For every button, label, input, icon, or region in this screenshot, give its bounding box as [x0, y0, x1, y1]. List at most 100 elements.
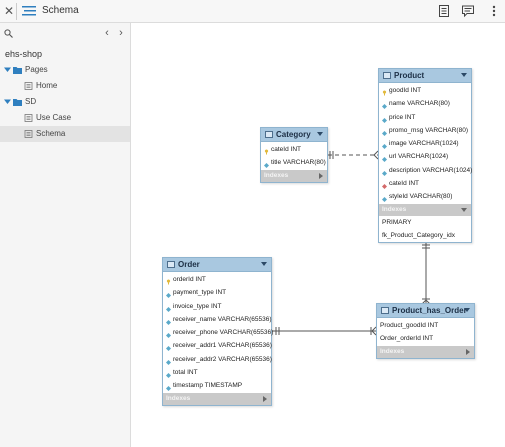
page-icon [24, 114, 33, 122]
table-product[interactable]: Product goodId INT name VARCHAR(80) price … [378, 68, 472, 243]
table-column-row[interactable]: promo_msg VARCHAR(80) [379, 124, 471, 137]
column-label: Product_goodId INT [380, 322, 439, 329]
column-label: styleId VARCHAR(80) [389, 193, 453, 201]
expand-arrow-icon[interactable] [319, 172, 323, 179]
crowfoot-mark [371, 326, 377, 332]
table-icon [265, 131, 273, 138]
column-diamond-icon [166, 343, 171, 352]
table-column-row[interactable]: title VARCHAR(80) [261, 156, 327, 169]
column-label: receiver_addr1 VARCHAR(65536) [173, 342, 272, 350]
top-toolbar: ✕ Schema [0, 0, 505, 23]
column-label: name VARCHAR(80) [389, 100, 450, 108]
indexes-label: Indexes [380, 347, 405, 355]
table-column-row[interactable]: image VARCHAR(1024) [379, 137, 471, 150]
sidebar-item-label: Pages [25, 65, 48, 74]
table-column-row[interactable]: cateId INT [261, 143, 327, 156]
collapse-caret-icon[interactable] [464, 308, 470, 312]
column-diamond-icon [166, 290, 171, 299]
table-column-row[interactable]: invoice_type INT [163, 300, 271, 313]
sidebar-item-pages[interactable]: Pages [0, 62, 130, 78]
project-sidebar: ‹ › ehs-shop Pages Home SD [0, 23, 131, 447]
table-header[interactable]: Product [379, 69, 471, 83]
table-column-row[interactable]: cateId INT [379, 177, 471, 190]
more-vertical-icon[interactable] [487, 4, 501, 18]
table-order[interactable]: Order orderId INT payment_type INT invoice… [162, 257, 274, 406]
column-label: url VARCHAR(1024) [389, 153, 449, 161]
sidebar-item-sd[interactable]: SD [0, 94, 130, 110]
table-column-row[interactable]: receiver_addr1 VARCHAR(65536) [163, 339, 272, 352]
collapse-caret-icon[interactable] [461, 73, 467, 77]
column-label: description VARCHAR(1024) [389, 166, 473, 174]
table-column-row[interactable]: orderId INT [163, 273, 271, 286]
menu-icon[interactable] [22, 5, 36, 17]
indexes-bar[interactable]: Indexes [377, 345, 474, 358]
table-column-row[interactable]: receiver_phone VARCHAR(65536) [163, 326, 274, 339]
indexes-bar[interactable]: Indexes [163, 392, 271, 405]
caret-down-icon[interactable] [4, 98, 11, 105]
table-column-row[interactable]: description VARCHAR(1024) [379, 164, 473, 177]
expand-arrow-icon[interactable] [263, 395, 267, 402]
sidebar-search-row: ‹ › [0, 23, 131, 45]
caret-down-icon[interactable] [4, 66, 11, 73]
column-diamond-icon [166, 330, 171, 339]
column-diamond-icon [166, 357, 171, 365]
table-column-row[interactable]: price INT [379, 111, 471, 124]
column-label: invoice_type INT [173, 302, 222, 310]
table-icon [167, 261, 175, 268]
table-column-row[interactable]: receiver_name VARCHAR(65536) [163, 313, 272, 326]
column-label: total INT [173, 369, 198, 377]
table-column-row[interactable]: name VARCHAR(80) [379, 97, 471, 110]
index-row[interactable]: fk_Product_Category_idx [382, 231, 455, 239]
foreign-key-diamond-icon [382, 181, 387, 190]
expand-arrow-icon[interactable] [466, 348, 470, 355]
table-column-row[interactable]: payment_type INT [163, 286, 271, 299]
table-column-row[interactable]: url VARCHAR(1024) [379, 150, 471, 163]
sidebar-item-schema[interactable]: Schema [0, 126, 130, 142]
indexes-bar[interactable]: Indexes [379, 203, 471, 216]
folder-icon [13, 67, 22, 74]
table-column-row[interactable]: Order_orderId INT [377, 332, 474, 345]
table-column-row[interactable]: goodId INT [379, 84, 471, 97]
sidebar-item-label: Home [36, 81, 58, 90]
indexes-label: Indexes [264, 171, 289, 179]
search-icon[interactable] [4, 29, 13, 38]
table-product-has-order[interactable]: Product_has_Order Product_goodId INT Orde… [376, 303, 475, 359]
index-row[interactable]: PRIMARY [382, 218, 412, 226]
table-header[interactable]: Category [261, 128, 327, 142]
table-header[interactable]: Order [163, 258, 271, 272]
sidebar-item-home[interactable]: Home [0, 78, 130, 94]
table-header[interactable]: Product_has_Order [377, 304, 474, 318]
project-name: ehs-shop [5, 49, 43, 59]
table-name: Product_has_Order [392, 306, 467, 315]
sidebar-item-use-case[interactable]: Use Case [0, 110, 130, 126]
table-name: Category [276, 130, 311, 139]
collapse-caret-icon[interactable] [317, 132, 323, 136]
collapse-arrow-icon[interactable] [461, 207, 467, 212]
column-label: promo_msg VARCHAR(80) [389, 126, 468, 134]
collapse-caret-icon[interactable] [261, 262, 267, 266]
index-list: PRIMARY fk_Product_Category_idx [379, 216, 471, 242]
table-column-row[interactable]: Product_goodId INT [377, 319, 474, 332]
table-column-row[interactable]: receiver_addr2 VARCHAR(65536) [163, 353, 272, 366]
sidebar-item-label: Schema [36, 129, 66, 138]
table-name: Product [394, 71, 425, 80]
table-column-row[interactable]: total INT [163, 366, 271, 379]
folder-icon [13, 99, 22, 106]
indexes-bar[interactable]: Indexes [261, 169, 327, 182]
close-icon[interactable]: ✕ [3, 4, 15, 18]
table-column-row[interactable]: styleId VARCHAR(80) [379, 190, 471, 203]
back-arrow-icon[interactable]: ‹ [105, 27, 109, 39]
column-diamond-icon [166, 383, 171, 392]
table-column-row[interactable]: timestamp TIMESTAMP [163, 379, 271, 392]
comment-icon[interactable] [461, 4, 475, 18]
sidebar-item-label: SD [25, 97, 37, 106]
column-label: receiver_phone VARCHAR(65536) [173, 329, 274, 337]
column-label: receiver_name VARCHAR(65536) [173, 315, 272, 323]
forward-arrow-icon[interactable]: › [119, 27, 123, 39]
document-icon[interactable] [437, 4, 451, 18]
key-icon [166, 277, 171, 285]
crowfoot-mark [373, 154, 379, 160]
column-label: payment_type INT [173, 289, 227, 297]
